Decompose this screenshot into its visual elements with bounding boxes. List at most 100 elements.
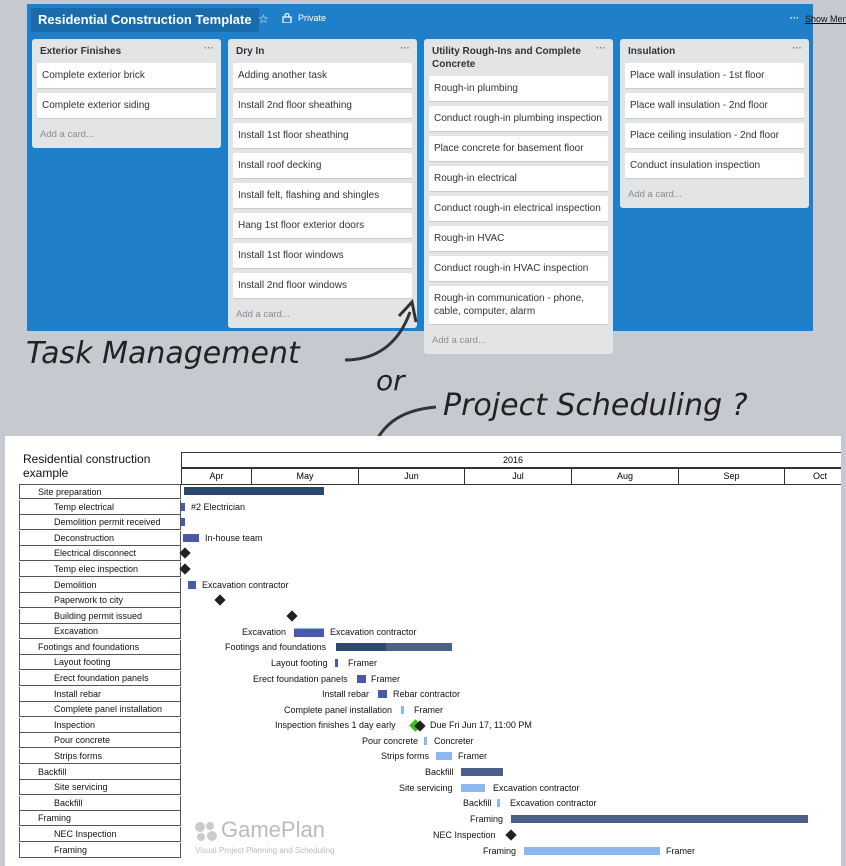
milestone-diamond[interactable] xyxy=(214,594,226,606)
board-title[interactable]: Residential Construction Template xyxy=(31,8,259,32)
task-row[interactable]: Pour concrete xyxy=(19,733,181,748)
summary-bar[interactable] xyxy=(461,768,503,776)
milestone-diamond[interactable] xyxy=(179,547,191,559)
add-card-link[interactable]: Add a card... xyxy=(628,189,682,200)
task-bar[interactable] xyxy=(294,628,324,637)
visibility-label[interactable]: Private xyxy=(298,13,327,23)
task-bar[interactable] xyxy=(436,752,452,760)
list-menu-icon[interactable]: ··· xyxy=(792,43,802,54)
show-menu-button[interactable]: ···Show Menu xyxy=(790,13,846,24)
task-bar[interactable] xyxy=(181,503,185,511)
summary-bar[interactable] xyxy=(511,815,808,823)
summary-bar[interactable] xyxy=(336,643,452,651)
task-row[interactable]: Demolition xyxy=(19,578,181,593)
milestone-diamond[interactable] xyxy=(286,610,298,622)
card[interactable]: Install 1st floor sheathing xyxy=(233,123,412,149)
task-row[interactable]: Paperwork to city xyxy=(19,593,181,608)
task-row[interactable]: Temp electrical xyxy=(19,500,181,515)
task-row[interactable]: Site preparation xyxy=(19,484,181,499)
task-row[interactable]: Strips forms xyxy=(19,749,181,764)
resource-label: Concreter xyxy=(434,736,474,746)
task-row[interactable]: Demolition permit received xyxy=(19,515,181,530)
task-row[interactable]: Backfill xyxy=(19,765,181,780)
task-bar[interactable] xyxy=(401,706,404,714)
card[interactable]: Conduct rough-in electrical inspection xyxy=(429,196,608,222)
card[interactable]: Install 2nd floor sheathing xyxy=(233,93,412,119)
resource-label: Framer xyxy=(348,658,377,668)
card[interactable]: Install roof decking xyxy=(233,153,412,179)
logo-mark-icon xyxy=(195,822,217,841)
task-row[interactable]: Electrical disconnect xyxy=(19,546,181,561)
list-utility-rough-ins: Utility Rough-Ins and Complete Concrete·… xyxy=(424,39,613,354)
list-menu-icon[interactable]: ··· xyxy=(204,43,214,54)
task-bar[interactable] xyxy=(335,659,338,667)
caption-project-scheduling: Project Scheduling ? xyxy=(443,388,748,423)
card[interactable]: Rough-in electrical xyxy=(429,166,608,192)
task-row[interactable]: NEC Inspection xyxy=(19,827,181,842)
add-card-link[interactable]: Add a card... xyxy=(432,335,486,346)
task-bar[interactable] xyxy=(497,799,500,807)
card[interactable]: Place ceiling insulation - 2nd floor xyxy=(625,123,804,149)
milestone-diamond[interactable] xyxy=(505,829,517,841)
summary-bar[interactable] xyxy=(184,487,324,495)
task-row[interactable]: Building permit issued xyxy=(19,609,181,624)
card[interactable]: Place concrete for basement floor xyxy=(429,136,608,162)
card[interactable]: Install 1st floor windows xyxy=(233,243,412,269)
list-menu-icon[interactable]: ··· xyxy=(400,43,410,54)
resource-label: Framer xyxy=(414,705,443,715)
month-header: Apr xyxy=(181,467,251,485)
task-row[interactable]: Layout footing xyxy=(19,655,181,670)
task-label: Site servicing xyxy=(399,783,453,793)
card[interactable]: Install felt, flashing and shingles xyxy=(233,183,412,209)
task-bar[interactable] xyxy=(461,784,485,792)
task-row[interactable]: Framing xyxy=(19,843,181,858)
task-bar[interactable] xyxy=(378,690,387,698)
task-row[interactable]: Backfill xyxy=(19,796,181,811)
milestone-diamond[interactable] xyxy=(179,563,191,575)
card[interactable]: Rough-in communication - phone, cable, c… xyxy=(429,286,608,325)
task-row[interactable]: Framing xyxy=(19,811,181,826)
task-bar[interactable] xyxy=(183,534,199,542)
card[interactable]: Rough-in HVAC xyxy=(429,226,608,252)
month-header: Jun xyxy=(358,467,464,485)
task-row[interactable]: Site servicing xyxy=(19,780,181,795)
card[interactable]: Conduct insulation inspection xyxy=(625,153,804,179)
task-bar[interactable] xyxy=(188,581,196,589)
task-row[interactable]: Temp elec inspection xyxy=(19,562,181,577)
card[interactable]: Place wall insulation - 2nd floor xyxy=(625,93,804,119)
resource-label: Framer xyxy=(458,751,487,761)
card[interactable]: Conduct rough-in HVAC inspection xyxy=(429,256,608,282)
task-bar[interactable] xyxy=(181,518,185,526)
card[interactable]: Conduct rough-in plumbing inspection xyxy=(429,106,608,132)
resource-label: Excavation contractor xyxy=(330,627,417,637)
task-row[interactable]: Excavation xyxy=(19,624,181,639)
task-bar[interactable] xyxy=(424,737,427,745)
list-menu-icon[interactable]: ··· xyxy=(596,43,606,54)
card[interactable]: Complete exterior brick xyxy=(37,63,216,89)
task-label: Inspection finishes 1 day early xyxy=(275,720,396,730)
task-bar[interactable] xyxy=(524,847,660,855)
task-label: Layout footing xyxy=(271,658,328,668)
add-card-link[interactable]: Add a card... xyxy=(236,309,290,320)
card[interactable]: Hang 1st floor exterior doors xyxy=(233,213,412,239)
task-row[interactable]: Complete panel installation xyxy=(19,702,181,717)
list-title: Insulation xyxy=(628,46,676,57)
card[interactable]: Rough-in plumbing xyxy=(429,76,608,102)
card[interactable]: Adding another task xyxy=(233,63,412,89)
card[interactable]: Install 2nd floor windows xyxy=(233,273,412,299)
card[interactable]: Place wall insulation - 1st floor xyxy=(625,63,804,89)
task-label: Framing xyxy=(483,846,517,856)
list-title: Exterior Finishes xyxy=(40,46,122,57)
due-label: Due Fri Jun 17, 11:00 PM xyxy=(430,720,532,730)
card[interactable]: Complete exterior siding xyxy=(37,93,216,119)
task-label: NEC Inspection xyxy=(433,830,496,840)
task-row[interactable]: Erect foundation panels xyxy=(19,671,181,686)
task-row[interactable]: Install rebar xyxy=(19,687,181,702)
task-row[interactable]: Inspection xyxy=(19,718,181,733)
task-row[interactable]: Deconstruction xyxy=(19,531,181,546)
add-card-link[interactable]: Add a card... xyxy=(40,129,94,140)
task-bar[interactable] xyxy=(357,675,366,683)
task-row[interactable]: Footings and foundations xyxy=(19,640,181,655)
star-icon[interactable]: ☆ xyxy=(258,12,269,26)
resource-label: Framer xyxy=(371,674,400,684)
